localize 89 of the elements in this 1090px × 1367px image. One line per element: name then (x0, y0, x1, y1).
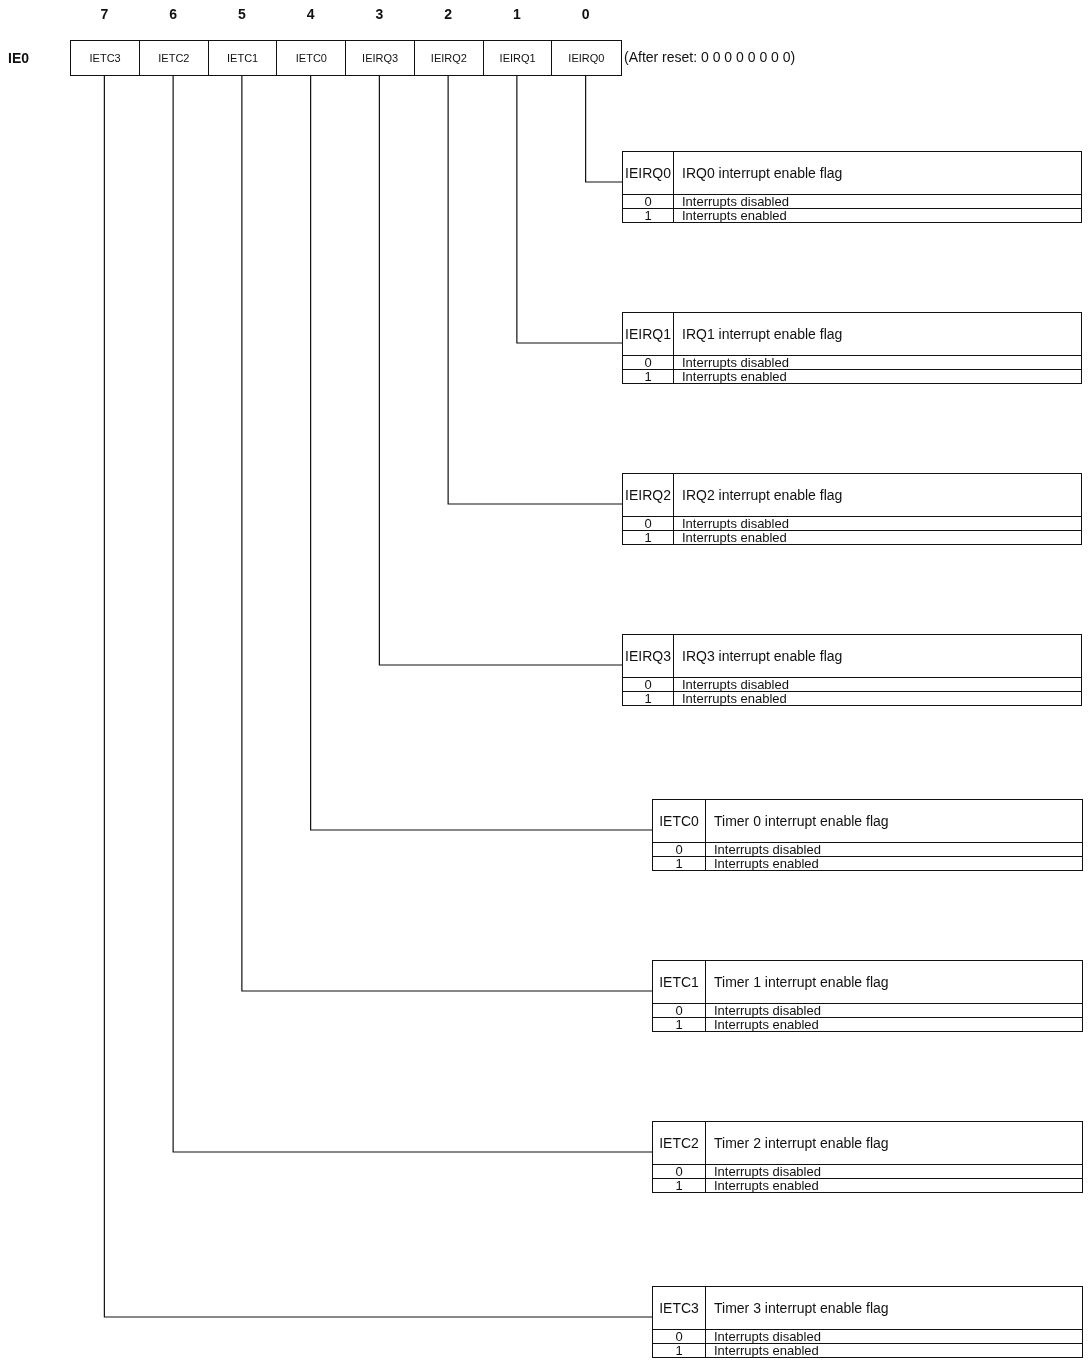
value-meaning: Interrupts enabled (682, 692, 787, 705)
bit-value: 1 (644, 370, 652, 383)
bit-value: 1 (675, 1018, 683, 1031)
bit-name: IEIRQ1 (499, 52, 536, 64)
bit-name: IEIRQ1 (625, 327, 671, 341)
bit-value: 1 (644, 209, 652, 222)
bit-value: 1 (644, 692, 652, 705)
bit-number: 0 (581, 6, 590, 22)
register-bit-cell (482, 40, 553, 76)
register-bit-cell (70, 40, 141, 76)
connector-line (310, 75, 653, 831)
value-meaning: Interrupts enabled (714, 1179, 819, 1192)
bit-name: IEIRQ2 (625, 488, 671, 502)
value-meaning: Interrupts disabled (714, 1165, 821, 1178)
bit-value: 1 (644, 531, 652, 544)
value-meaning: Interrupts disabled (682, 195, 789, 208)
register-bit-cell (276, 40, 347, 76)
connector-line (585, 75, 623, 183)
bit-name: IEIRQ0 (625, 166, 671, 180)
bit-name: IEIRQ3 (625, 649, 671, 663)
bit-number: 2 (444, 6, 452, 22)
bit-number: 5 (238, 6, 246, 22)
bit-description-table (622, 634, 1082, 706)
bit-name: IETC2 (659, 1136, 699, 1150)
flag-description: IRQ3 interrupt enable flag (682, 649, 843, 663)
register-bit-cell (345, 40, 416, 76)
register-name: IE0 (8, 50, 29, 66)
register-bit-cell (207, 40, 278, 76)
register-bit-cell (551, 40, 622, 76)
bit-value: 0 (675, 1004, 683, 1017)
connector-line (516, 75, 623, 344)
connector-line (378, 75, 623, 666)
register-bit-cell (413, 40, 484, 76)
bit-value: 1 (675, 1344, 683, 1357)
connector-line (241, 75, 653, 992)
value-meaning: Interrupts enabled (682, 209, 787, 222)
bit-number: 6 (169, 6, 177, 22)
bit-description-table (652, 1286, 1083, 1358)
value-meaning: Interrupts disabled (714, 1330, 821, 1343)
bit-name: IETC0 (659, 814, 699, 828)
bit-name: IEIRQ0 (568, 52, 605, 64)
flag-description: IRQ0 interrupt enable flag (682, 166, 843, 180)
register-bit-cell (138, 40, 209, 76)
bit-value: 0 (675, 843, 683, 856)
bit-number: 3 (375, 6, 384, 22)
bit-number: 7 (100, 6, 109, 22)
bit-name: IETC3 (89, 52, 121, 64)
value-meaning: Interrupts enabled (714, 1344, 819, 1357)
bit-value: 0 (644, 678, 652, 691)
bit-name: IETC2 (158, 52, 190, 64)
bit-name: IEIRQ3 (362, 52, 399, 64)
bit-value: 0 (644, 517, 652, 530)
bit-description-table (652, 1121, 1083, 1193)
bit-value: 0 (675, 1330, 683, 1343)
bit-description-table (622, 312, 1082, 384)
bit-number: 1 (513, 6, 521, 22)
bit-value: 1 (675, 857, 683, 870)
bit-name: IETC1 (659, 975, 699, 989)
value-meaning: Interrupts enabled (682, 531, 787, 544)
bit-value: 0 (644, 195, 652, 208)
bit-number: 4 (306, 6, 315, 22)
flag-description: Timer 1 interrupt enable flag (714, 975, 889, 989)
flag-description: Timer 2 interrupt enable flag (714, 1136, 889, 1150)
flag-description: Timer 0 interrupt enable flag (714, 814, 889, 828)
value-meaning: Interrupts disabled (682, 517, 789, 530)
connector-line (447, 75, 623, 505)
bit-value: 0 (644, 356, 652, 369)
bit-name: IETC0 (295, 52, 327, 64)
connector-line (172, 75, 653, 1153)
bit-name: IETC1 (227, 52, 259, 64)
connector-line (103, 75, 653, 1318)
value-meaning: Interrupts disabled (714, 1004, 821, 1017)
value-meaning: Interrupts enabled (714, 1018, 819, 1031)
bit-name: IETC3 (659, 1301, 699, 1315)
bit-description-table (622, 151, 1082, 223)
bit-value: 0 (675, 1165, 683, 1178)
flag-description: IRQ1 interrupt enable flag (682, 327, 843, 341)
flag-description: Timer 3 interrupt enable flag (714, 1301, 889, 1315)
value-meaning: Interrupts enabled (714, 857, 819, 870)
value-meaning: Interrupts enabled (682, 370, 787, 383)
value-meaning: Interrupts disabled (682, 356, 789, 369)
value-meaning: Interrupts disabled (682, 678, 789, 691)
bit-value: 1 (675, 1179, 683, 1192)
flag-description: IRQ2 interrupt enable flag (682, 488, 843, 502)
bit-description-table (652, 960, 1083, 1032)
bit-description-table (652, 799, 1083, 871)
value-meaning: Interrupts disabled (714, 843, 821, 856)
bit-description-table (622, 473, 1082, 545)
bit-name: IEIRQ2 (430, 52, 467, 64)
